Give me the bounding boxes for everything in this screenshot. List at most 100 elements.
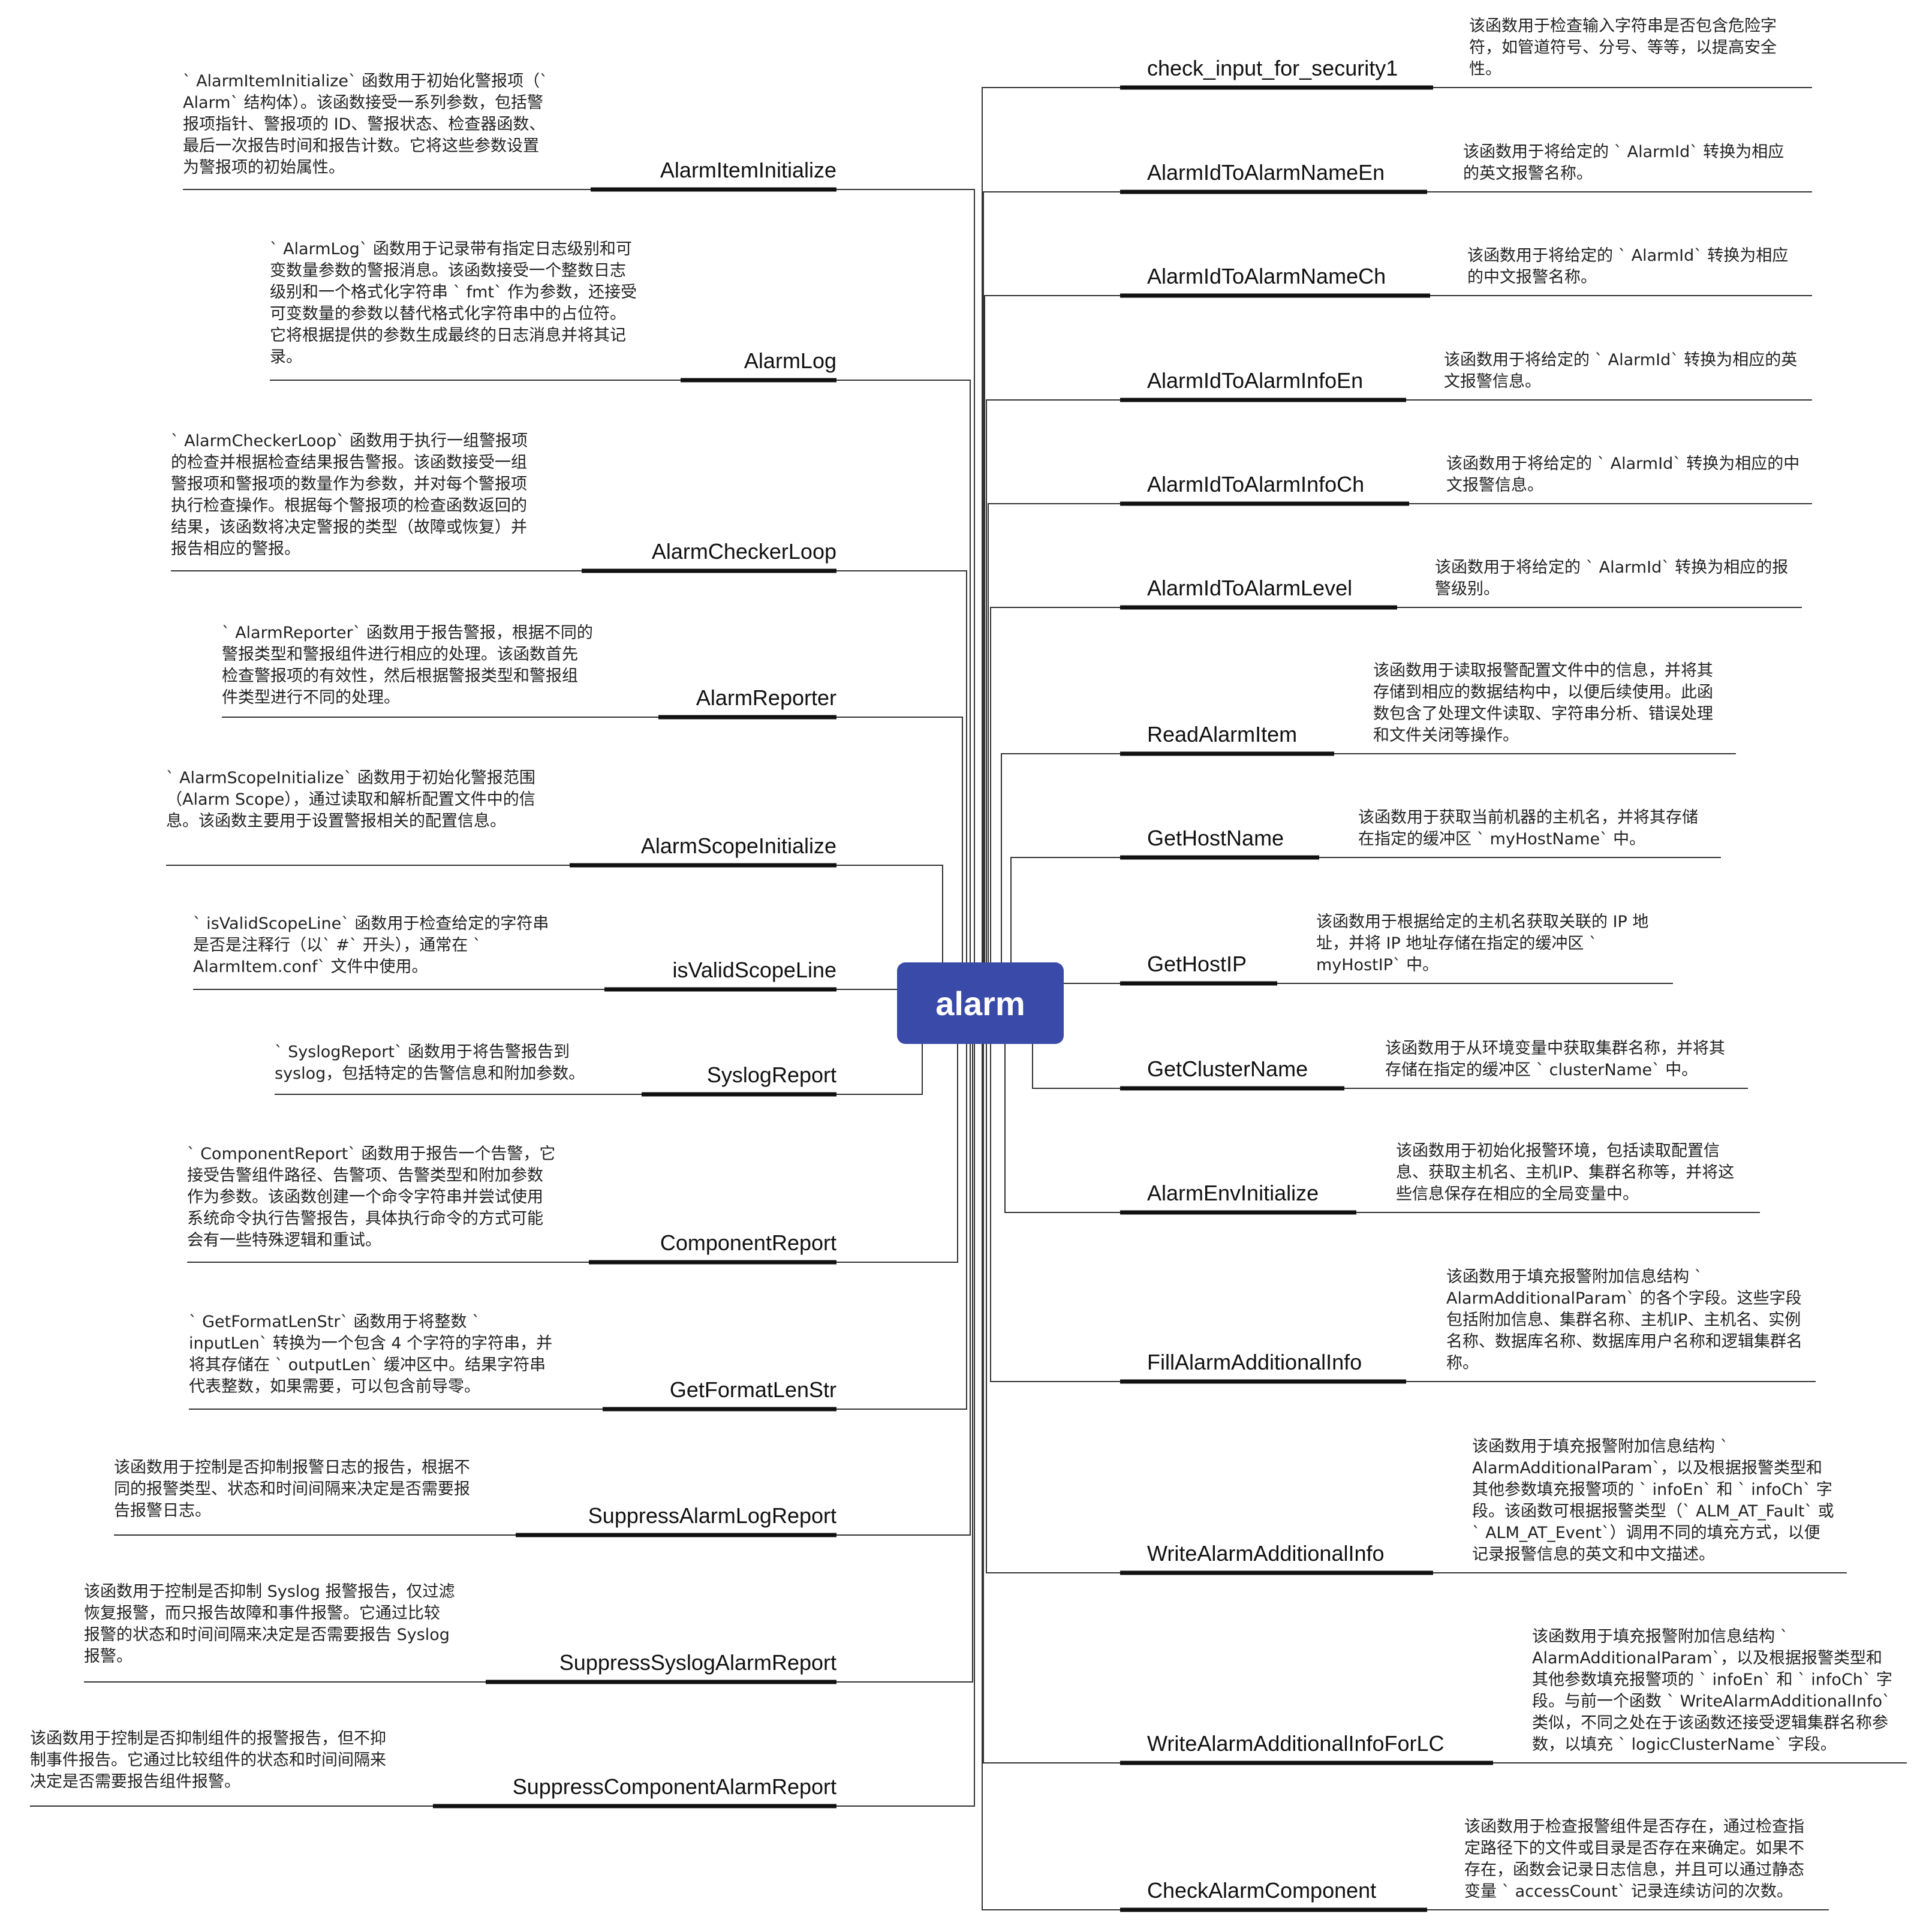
topic-label: AlarmItemInitialize	[660, 158, 836, 182]
topic-description: 该函数用于将给定的 ` AlarmId` 转换为相应的英文报警信息。	[1444, 351, 1798, 391]
branch-connector	[990, 607, 1802, 974]
topic-label: GetHostIP	[1147, 952, 1247, 976]
topic-ComponentReport[interactable]: ComponentReport	[589, 1230, 836, 1256]
topic-label: SuppressSyslogAlarmReport	[559, 1650, 836, 1675]
topic-description: ` isValidScopeLine` 函数用于检查给定的字符串是否是注释行（以…	[193, 914, 549, 976]
topic-AlarmIdToAlarmInfoCh[interactable]: AlarmIdToAlarmInfoCh	[1147, 471, 1364, 498]
topic-description: 该函数用于读取报警配置文件中的信息，并将其存储到相应的数据结构中，以便后续使用。…	[1373, 661, 1713, 745]
topic-label: AlarmLog	[744, 348, 836, 373]
topic-description: 该函数用于将给定的 ` AlarmId` 转换为相应的中文报警名称。	[1467, 246, 1789, 287]
branch-connector	[986, 1032, 1847, 1573]
topic-label: SuppressComponentAlarmReport	[512, 1774, 836, 1799]
topic-label: FillAlarmAdditionalInfo	[1147, 1350, 1362, 1374]
topic-AlarmIdToAlarmInfoEn[interactable]: AlarmIdToAlarmInfoEn	[1147, 368, 1363, 394]
topic-label: check_input_for_security1	[1147, 56, 1398, 80]
topic-AlarmItemInitialize[interactable]: AlarmItemInitialize	[591, 157, 836, 183]
topic-description: ` AlarmLog` 函数用于记录带有指定日志级别和可变数量参数的警报消息。该…	[270, 240, 637, 366]
topic-description: 该函数用于将给定的 ` AlarmId` 转换为相应的英文报警名称。	[1463, 143, 1784, 183]
topic-AlarmIdToAlarmNameEn[interactable]: AlarmIdToAlarmNameEn	[1147, 160, 1385, 186]
topic-description: 该函数用于初始化报警环境，包括读取配置信息、获取主机名、主机IP、集群名称等，并…	[1396, 1142, 1735, 1203]
topic-description: 该函数用于填充报警附加信息结构 ` AlarmAdditionalParam`，…	[1472, 1437, 1834, 1564]
topic-GetFormatLenStr[interactable]: GetFormatLenStr	[603, 1377, 836, 1403]
branch-connector	[1010, 857, 1721, 974]
branch-connector	[1001, 753, 1736, 974]
topic-description: 该函数用于将给定的 ` AlarmId` 转换为相应的中文报警信息。	[1446, 455, 1800, 495]
branch-connector	[990, 1032, 1816, 1382]
topic-SuppressComponentAlarmReport[interactable]: SuppressComponentAlarmReport	[433, 1774, 836, 1800]
topic-label: AlarmIdToAlarmNameCh	[1147, 264, 1386, 288]
topic-AlarmReporter[interactable]: AlarmReporter	[658, 685, 836, 711]
topic-label: AlarmIdToAlarmNameEn	[1147, 160, 1385, 185]
topic-description: ` AlarmScopeInitialize` 函数用于初始化警报范围（Alar…	[166, 769, 535, 830]
topic-description: 该函数用于填充报警附加信息结构 ` AlarmAdditionalParam`，…	[1532, 1627, 1892, 1754]
branch-connector	[1032, 1032, 1748, 1089]
topic-label: AlarmIdToAlarmInfoCh	[1147, 472, 1365, 496]
topic-CheckAlarmComponent[interactable]: CheckAlarmComponent	[1147, 1877, 1376, 1904]
topic-isValidScopeLine[interactable]: isValidScopeLine	[604, 957, 836, 983]
topic-SuppressAlarmLogReport[interactable]: SuppressAlarmLogReport	[516, 1503, 836, 1529]
topic-label: AlarmIdToAlarmLevel	[1147, 576, 1353, 600]
topic-label: AlarmScopeInitialize	[640, 833, 836, 858]
topic-ReadAlarmItem[interactable]: ReadAlarmItem	[1147, 721, 1297, 748]
topic-label: CheckAlarmComponent	[1147, 1878, 1377, 1903]
topic-label: AlarmEnvInitialize	[1147, 1181, 1319, 1205]
branch-connector	[222, 717, 963, 974]
branch-connector	[166, 865, 943, 974]
topic-AlarmLog[interactable]: AlarmLog	[681, 348, 836, 374]
branch-connector	[986, 399, 1812, 974]
branch-connector	[984, 295, 1812, 974]
topic-check_input_for_security1[interactable]: check_input_for_security1	[1147, 55, 1398, 82]
central-topic[interactable]: alarm	[897, 962, 1064, 1044]
topic-AlarmCheckerLoop[interactable]: AlarmCheckerLoop	[582, 538, 836, 565]
topic-label: GetFormatLenStr	[669, 1377, 836, 1402]
topic-SyslogReport[interactable]: SyslogReport	[642, 1062, 836, 1088]
topic-label: ComponentReport	[660, 1230, 836, 1255]
branch-connector	[275, 1032, 923, 1095]
topic-label: AlarmIdToAlarmInfoEn	[1147, 368, 1364, 393]
topic-description: 该函数用于根据给定的主机名获取关联的 IP 地址，并将 IP 地址存储在指定的缓…	[1316, 913, 1649, 974]
topic-label: AlarmReporter	[696, 685, 836, 710]
branch-connector	[982, 1032, 1829, 1910]
topic-label: GetClusterName	[1147, 1057, 1308, 1081]
branch-connector	[189, 1032, 967, 1410]
topic-description: ` AlarmCheckerLoop` 函数用于执行一组警报项的检查并根据检查结…	[171, 432, 528, 558]
topic-FillAlarmAdditionalInfo[interactable]: FillAlarmAdditionalInfo	[1147, 1349, 1362, 1376]
topic-description: ` AlarmReporter` 函数用于报告警报，根据不同的警报类型和警报组件…	[222, 624, 593, 707]
topic-description: 该函数用于获取当前机器的主机名，并将其存储在指定的缓冲区 ` myHostNam…	[1358, 808, 1698, 848]
branch-connector	[988, 503, 1812, 974]
branch-connector	[270, 380, 971, 974]
topic-description: 该函数用于控制是否抑制组件的报警报告，但不抑制事件报告。它通过比较组件的状态和时…	[30, 1729, 386, 1791]
topic-description: ` AlarmItemInitialize` 函数用于初始化警报项（` Alar…	[183, 72, 548, 177]
topic-description: 该函数用于控制是否抑制 Syslog 报警报告，仅过滤恢复报警，而只报告故障和事…	[84, 1582, 455, 1666]
branch-connector	[982, 87, 1812, 974]
topic-description: ` SyslogReport` 函数用于将告警报告到 syslog，包括特定的告…	[275, 1043, 585, 1083]
topic-description: 该函数用于将给定的 ` AlarmId` 转换为相应的报警级别。	[1435, 558, 1789, 598]
topic-label: SuppressAlarmLogReport	[588, 1503, 836, 1528]
branch-connector	[1004, 1032, 1760, 1213]
branch-connector	[30, 1032, 975, 1807]
topic-description: 该函数用于检查报警组件是否存在，通过检查指定路径下的文件或目录是否存在来确定。如…	[1464, 1817, 1804, 1901]
topic-AlarmScopeInitialize[interactable]: AlarmScopeInitialize	[570, 833, 836, 859]
topic-description: 该函数用于填充报警附加信息结构 ` AlarmAdditionalParam` …	[1446, 1268, 1802, 1373]
topic-WriteAlarmAdditionalInfoForLC[interactable]: WriteAlarmAdditionalInfoForLC	[1147, 1731, 1444, 1757]
branch-connector	[171, 570, 967, 974]
topic-label: WriteAlarmAdditionalInfoForLC	[1147, 1731, 1444, 1756]
topic-description: 该函数用于从环境变量中获取集群名称，并将其存储在指定的缓冲区 ` cluster…	[1385, 1039, 1725, 1079]
topic-GetHostName[interactable]: GetHostName	[1147, 825, 1284, 851]
branch-connector	[114, 1032, 971, 1536]
topic-AlarmEnvInitialize[interactable]: AlarmEnvInitialize	[1147, 1180, 1319, 1206]
branch-connector	[983, 191, 1812, 974]
topic-AlarmIdToAlarmNameCh[interactable]: AlarmIdToAlarmNameCh	[1147, 263, 1386, 290]
topic-label: WriteAlarmAdditionalInfo	[1147, 1541, 1385, 1566]
topic-AlarmIdToAlarmLevel[interactable]: AlarmIdToAlarmLevel	[1147, 575, 1352, 601]
topic-label: isValidScopeLine	[672, 958, 836, 982]
topic-GetClusterName[interactable]: GetClusterName	[1147, 1056, 1308, 1082]
branch-connector	[84, 1032, 973, 1683]
topic-label: ReadAlarmItem	[1147, 722, 1298, 747]
topic-description: ` GetFormatLenStr` 函数用于将整数 ` inputLen` 转…	[189, 1313, 553, 1396]
topic-WriteAlarmAdditionalInfo[interactable]: WriteAlarmAdditionalInfo	[1147, 1540, 1385, 1567]
topic-SuppressSyslogAlarmReport[interactable]: SuppressSyslogAlarmReport	[486, 1650, 836, 1676]
central-topic-label: alarm	[935, 984, 1025, 1022]
topic-GetHostIP[interactable]: GetHostIP	[1147, 951, 1247, 977]
